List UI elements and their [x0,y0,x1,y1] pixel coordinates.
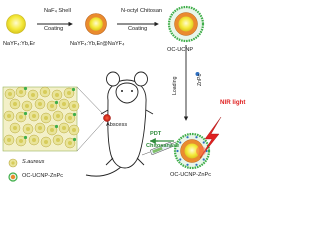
bacterium [3,110,15,122]
chitosanase-label: Chitosanase [146,143,180,149]
znpc-molecule [202,141,205,144]
bacterium [15,86,27,98]
oc-ucnp-label: OC-UCNP [167,47,194,53]
bacterium [58,98,70,110]
znpc-molecule [179,141,182,144]
bacterium [51,89,63,101]
abscess-spot [103,114,111,122]
bacterium [28,110,40,122]
abscess-label: Abscess [106,122,128,128]
bacterium [27,89,39,101]
bacterium [52,134,64,146]
bacterium [34,98,46,110]
bacterium [28,134,40,146]
bound-particle [71,87,76,92]
bound-particle [23,135,28,140]
mouse-illustration [85,71,154,177]
bacterium [63,87,75,99]
mouse-eye-left [121,90,123,92]
bacterium [58,122,70,134]
bacterium [22,123,34,135]
bacterium [52,110,64,122]
bacterium [3,134,15,146]
chitosan-step-title: N-octyl Chitosan [121,8,163,14]
legend-particle-label: OC-UCNP-ZnPc [22,173,64,179]
oc-ucnp-particle [167,5,205,43]
bacterium [40,112,52,124]
oc-ucnp-znpc-label: OC-UCNP-ZnPc [170,172,212,178]
core-shell-particle-label: NaYF₄:Yb,Er@NaYF₄ [70,41,125,47]
bacterium [4,88,16,100]
shell-step-title: NaF₄ Shell [44,8,71,14]
legend-bacteria-marker [8,158,18,168]
bacterium [64,112,76,124]
bacterium [64,137,76,149]
loading-label: Loading [172,76,178,95]
bacterium [15,111,27,123]
nir-light-label: NIR light [220,99,246,106]
bound-particle [54,124,59,129]
znpc-loaded-dots [176,136,208,166]
znpc-molecule [176,149,179,153]
chitosan-step-coating: Coating [128,26,148,32]
nir-glow [196,146,206,156]
bacterium [39,86,51,98]
bound-particle [54,100,59,105]
pdt-label: PDT [150,131,162,137]
nir-lightning-icon [199,116,222,159]
zoom-line-bottom [76,120,105,152]
legend-particle-marker [8,172,18,182]
bacterium [68,124,80,136]
znpc-molecule [179,158,182,161]
bacterium [21,100,33,112]
diagram-canvas [2,5,222,182]
znpc-molecule [195,163,198,166]
znpc-dot [195,72,200,76]
legend-bacteria-label: S.aureus [22,159,45,165]
bacteria-cluster [3,86,80,149]
bacterium [15,135,27,147]
bacterium [9,98,21,110]
bound-particle [23,86,28,91]
core-shell-particle [85,13,107,35]
znpc-label: ZnPc [197,73,203,86]
syringe [141,141,177,156]
bound-particle [72,112,77,117]
tissue-zoom-panel [2,86,78,152]
znpc-molecule [202,158,205,161]
shell-step-coating: Coating [44,26,64,32]
bound-particle [23,111,28,116]
bound-particle [72,137,77,142]
znpc-molecule [186,163,189,166]
oc-ucnp-znpc-particle [173,132,211,170]
bacterium [40,136,52,148]
bacterium [68,100,80,112]
bacterium [46,100,58,112]
bacterium [9,122,21,134]
znpc-molecule [186,136,189,139]
bacterium [34,122,46,134]
core-particle [6,14,26,34]
zoom-line-top [76,86,105,116]
core-particle-label: NaYF₄:Yb,Er [3,41,36,47]
mouse-eye-right [131,90,133,92]
znpc-molecule [195,136,198,139]
bacterium [46,124,58,136]
